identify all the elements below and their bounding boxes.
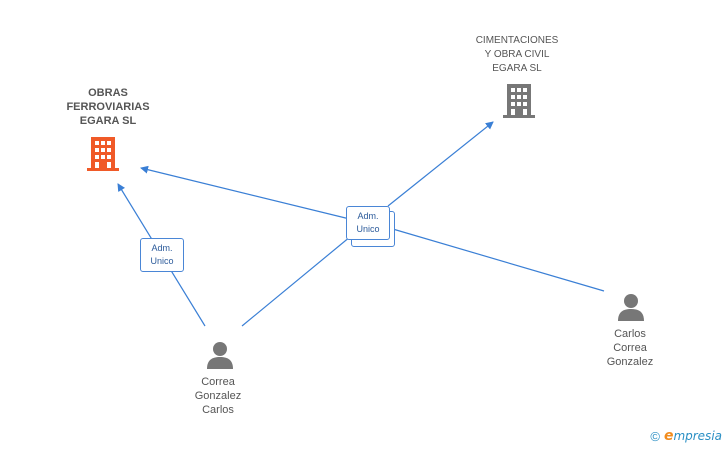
- company-label-cimentaciones[interactable]: CIMENTACIONES Y OBRA CIVIL EGARA SL: [475, 35, 559, 74]
- relation-label-admin[interactable]: Adm. Unico: [346, 206, 390, 240]
- edge-carlos-to-hub: [385, 226, 605, 292]
- edge-correa-to-hub: [241, 226, 363, 327]
- relation-label-admin[interactable]: Adm. Unico: [140, 238, 184, 272]
- empresia-logo: empresia: [663, 428, 722, 444]
- person-icon[interactable]: [205, 340, 235, 370]
- building-icon[interactable]: [502, 83, 536, 119]
- edge-hub-to-obras: [140, 165, 363, 223]
- building-icon[interactable]: [86, 136, 120, 172]
- person-label-correa[interactable]: Correa Gonzalez Carlos: [194, 376, 242, 416]
- copyright-symbol: ©: [650, 428, 660, 444]
- company-label-obras[interactable]: OBRAS FERROVIARIAS EGARA SL: [66, 87, 150, 127]
- edge-hub-to-cimentaciones: [387, 121, 494, 207]
- person-icon[interactable]: [616, 292, 646, 322]
- brand-watermark: © empresia: [650, 428, 722, 444]
- person-label-carlos[interactable]: Carlos Correa Gonzalez: [606, 328, 654, 368]
